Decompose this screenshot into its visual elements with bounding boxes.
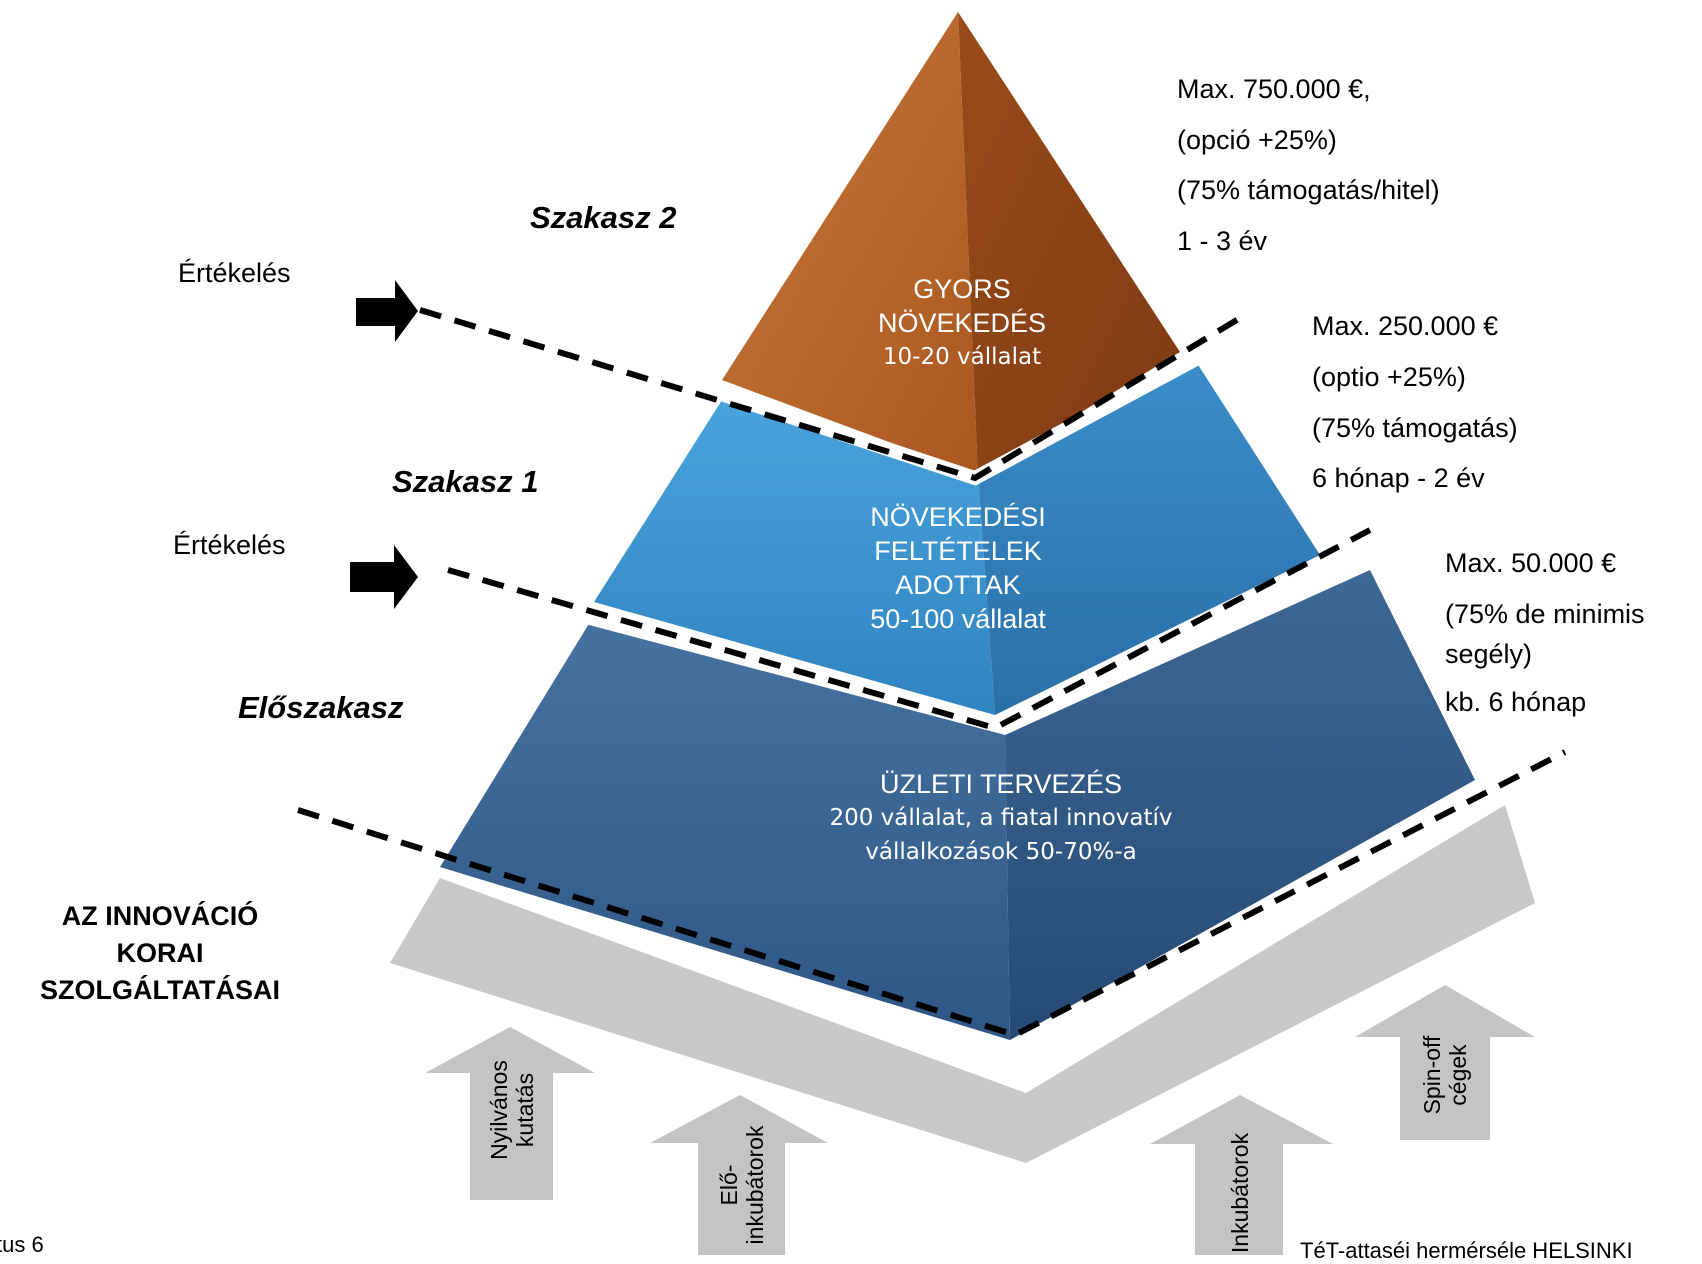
funding-prestage-support-cont: segély) [1445, 639, 1533, 669]
top-layer-label: GYORS NÖVEKEDÉS 10-20 vállalat [878, 272, 1046, 374]
funding-prestage-duration: kb. 6 hónap [1445, 687, 1587, 717]
footer-right-fragment: TéT-attaséi hermérséle HELSINKI [1300, 1238, 1633, 1263]
dashed-line-prestage [297, 749, 1567, 1039]
middle-layer-line1: NÖVEKEDÉSI [870, 502, 1046, 532]
arrow-right-icon-lower [350, 545, 418, 609]
bottom-layer-line2: 200 vállalat, a fiatal innovatív [829, 805, 1173, 831]
funding-stage1-option: (optio +25%) [1312, 362, 1466, 392]
arrow-up-pre-incubators [650, 1095, 828, 1255]
dashed-line-stage2 [419, 307, 1242, 482]
public-research-line1: Nyilvános [486, 1060, 512, 1160]
public-research-line2: kutatás [512, 1072, 538, 1148]
footer-left-fragment: tus 6 [0, 1232, 44, 1257]
middle-layer-count: 50-100 vállalat [870, 604, 1046, 634]
bottom-layer-line1: ÜZLETI TERVEZÉS [879, 769, 1123, 799]
prestage-label: Előszakasz [238, 690, 404, 725]
base-title-line3: SZOLGÁLTATÁSAI [40, 975, 280, 1005]
pyramid-middle-layer-right [978, 360, 1320, 715]
bottom-layer-line3: vállalkozások 50-70%-a [865, 839, 1137, 865]
top-layer-line1: GYORS [913, 274, 1011, 304]
arrow-up-incubators [1150, 1095, 1333, 1255]
pyramid-middle-layer-left [594, 400, 995, 715]
funding-stage2-amount: Max. 750.000 €, [1177, 74, 1371, 104]
bottom-layer-label: ÜZLETI TERVEZÉS 200 vállalat, a fiatal i… [829, 767, 1172, 869]
stage-2-label: Szakasz 2 [530, 200, 677, 235]
pyramid-top-layer-right [958, 12, 1180, 475]
funding-stage2-duration: 1 - 3 év [1177, 226, 1268, 256]
base-chevron [390, 805, 1535, 1163]
spinoffs-line1: Spin-off [1419, 1035, 1445, 1115]
middle-layer-label: NÖVEKEDÉSI FELTÉTELEK ADOTTAK 50-100 vál… [870, 500, 1046, 636]
pre-incubators-label: Elő- inkubátorok [716, 1126, 768, 1245]
incubators-line1: Inkubátorok [1227, 1132, 1253, 1254]
funding-prestage-support: (75% de minimis [1445, 599, 1645, 629]
funding-stage2-support: (75% támogatás/hitel) [1177, 175, 1440, 205]
evaluation-label-lower: Értékelés [173, 530, 286, 560]
funding-stage1-duration: 6 hónap - 2 év [1312, 463, 1485, 493]
funding-stage2-option: (opció +25%) [1177, 125, 1337, 155]
evaluation-label-upper: Értékelés [178, 258, 291, 288]
funding-stage1-support: (75% támogatás) [1312, 413, 1518, 443]
spinoffs-line2: cégek [1445, 1044, 1471, 1106]
base-title: AZ INNOVÁCIÓ KORAI SZOLGÁLTATÁSAI [40, 898, 280, 1009]
pre-incubators-line1: Elő- [716, 1164, 742, 1206]
base-title-line1: AZ INNOVÁCIÓ [61, 901, 259, 931]
pyramid-top-layer-left [722, 12, 978, 475]
middle-layer-line3: ADOTTAK [895, 570, 1021, 600]
dashed-line-stage1 [447, 527, 1372, 732]
layer-gap-lower [588, 553, 1373, 733]
arrow-right-icon-upper [356, 280, 418, 342]
arrow-up-public-research [425, 1027, 595, 1200]
arrow-up-spinoffs [1355, 985, 1535, 1140]
stage-1-label: Szakasz 1 [392, 464, 539, 499]
pre-incubators-line2: inkubátorok [742, 1125, 768, 1245]
funding-stage1-amount: Max. 250.000 € [1312, 311, 1499, 341]
base-title-line2: KORAI [116, 938, 204, 968]
pyramid-bottom-layer-right [1005, 570, 1475, 1040]
middle-layer-line2: FELTÉTELEK [874, 536, 1042, 566]
funding-prestage-amount: Max. 50.000 € [1445, 548, 1617, 578]
top-layer-line2: NÖVEKEDÉS [877, 308, 1047, 338]
pyramid-bottom-layer-left [440, 622, 1010, 1040]
incubators-label: Inkubátorok [1227, 1133, 1253, 1253]
top-layer-count: 10-20 vállalat [882, 344, 1042, 370]
public-research-label: Nyilvános kutatás [486, 1060, 538, 1160]
spinoffs-label: Spin-off cégek [1419, 1036, 1471, 1115]
